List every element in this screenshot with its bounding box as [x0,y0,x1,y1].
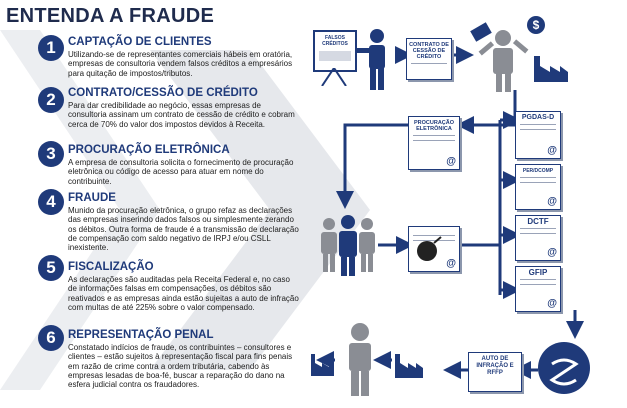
receita-logo-mark-icon [549,358,579,386]
bomb-icon [417,236,442,261]
step-1-description: Utilizando-se de representantes comercia… [68,50,293,78]
step-5-number: 5 [38,255,64,281]
step-1-title: CAPTAÇÃO DE CLIENTES [68,36,212,48]
step-3-description: A empresa de consultoria solicita o forn… [68,158,294,186]
board-label: FALSOS CRÉDITOS [322,35,348,47]
dollar-icon: $ [527,16,545,34]
at-icon: @ [547,247,557,258]
gray-person-icon [349,323,371,396]
receita-federal-logo [538,342,590,394]
step-2-title: CONTRATO/CESSÃO DE CRÉDITO [68,87,258,99]
presentation-board: FALSOS CRÉDITOS [313,30,357,72]
at-icon: @ [547,196,557,207]
presenter-person-icon [357,29,385,90]
doc-dctf-label: DCTF [527,217,549,226]
step-5-title: FISCALIZAÇÃO [68,261,154,273]
background-arrows [0,30,370,390]
procuracao-document: PROCURAÇÃO ELETRÔNICA @ [408,116,460,170]
step-6-description: Constatado indícios de fraude, os contri… [68,343,293,390]
people-group-icon [321,215,375,276]
step-4-description: Munido da procuração eletrônica, o grupo… [68,206,299,253]
factory-icon [534,56,568,82]
auto-infracao-label: AUTO DE INFRAÇÃO E RFFP [476,356,514,376]
contract-label: CONTRATO DE CESSÃO DE CRÉDITO [409,42,449,60]
step-4-title: FRAUDE [68,192,116,204]
at-icon: @ [446,258,456,269]
auto-infracao-document: AUTO DE INFRAÇÃO E RFFP [468,352,522,392]
at-icon: @ [547,145,557,156]
contract-document: CONTRATO DE CESSÃO DE CRÉDITO [406,38,452,80]
doc-pgdas-d-label: PGDAS-D [521,114,555,121]
procuracao-label: PROCURAÇÃO ELETRÔNICA [413,120,455,132]
doc-gfip-label: GFIP [528,268,548,277]
step-6-title: REPRESENTAÇÃO PENAL [68,329,214,341]
step-1-number: 1 [38,35,64,61]
step-6-number: 6 [38,325,64,351]
step-5-description: As declarações são auditadas pela Receit… [68,275,299,312]
factory-small-icon [395,354,423,378]
at-icon: @ [547,298,557,309]
doc-per-dcomp-label: PER/DCOMP [522,168,554,174]
factory-tiny-icon [311,354,334,376]
doc-pgdas-d: PGDAS-D @ [515,111,561,159]
step-3-title: PROCURAÇÃO ELETRÔNICA [68,144,230,156]
doc-gfip: GFIP @ [515,266,561,312]
board-easel-icon [321,68,347,86]
step-4-number: 4 [38,189,64,215]
doc-dctf: DCTF @ [515,215,561,261]
step-2-number: 2 [38,87,64,113]
doc-per-dcomp: PER/DCOMP @ [515,164,561,210]
step-2-description: Para dar credibilidade ao negócio, essas… [68,101,295,129]
step-3-number: 3 [38,141,64,167]
at-icon: @ [446,156,456,167]
page-title: ENTENDA A FRAUDE [6,5,215,27]
businessman-money-icon [470,22,529,92]
